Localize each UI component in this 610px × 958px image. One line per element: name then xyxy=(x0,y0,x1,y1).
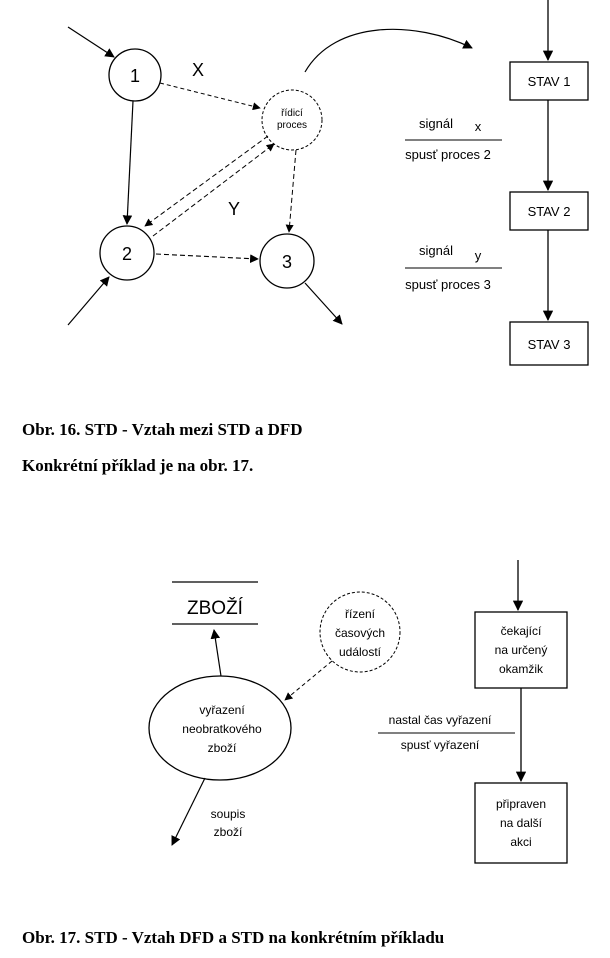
figure-16-caption: Obr. 16. STD - Vztah mezi STD a DFD xyxy=(22,420,303,439)
state-box-3 xyxy=(509,321,589,366)
std17-state-2-line3: akci xyxy=(510,835,531,849)
flow-out-of-3 xyxy=(304,282,343,325)
control-to-process-flow xyxy=(284,660,333,701)
control-flow-to-2 xyxy=(144,135,269,227)
std17-state-2 xyxy=(474,782,568,864)
std17-transition-event: nastal čas vyřazení xyxy=(389,713,492,727)
std17-state-1-line2: na určený xyxy=(495,643,548,657)
dfd-node-3 xyxy=(259,233,315,289)
figure-17-caption: Obr. 17. STD - Vztah DFD a STD na konkré… xyxy=(22,928,445,947)
control-process-node xyxy=(261,89,323,151)
output-flow-label-line2: zboží xyxy=(214,825,243,839)
control-flow-y xyxy=(152,143,275,237)
process-to-store-flow xyxy=(210,629,222,677)
std17-transition-action: spusť vyřazení xyxy=(401,738,480,752)
dfd-node-2-label: 2 xyxy=(122,244,132,264)
process-label-line3: zboží xyxy=(208,741,237,755)
output-flow-label-line1: soupis xyxy=(211,807,246,821)
dfd-node-1-label: 1 xyxy=(130,66,140,86)
control-process-label-line1: řídicí xyxy=(281,108,303,119)
transition-2-event-var: y xyxy=(475,248,482,263)
output-flow xyxy=(171,777,206,846)
timing-control-line1: řízení xyxy=(345,607,376,621)
std17-state-2-line2: na další xyxy=(500,816,543,830)
transition-1-event: signál xyxy=(419,116,453,131)
state-box-2 xyxy=(509,191,589,231)
timing-control-node xyxy=(319,591,401,673)
std17-state-1-line3: okamžik xyxy=(499,662,544,676)
process-label-line1: vyřazení xyxy=(199,703,245,717)
transition-2-action: spusť proces 3 xyxy=(405,277,491,292)
transition-2-event: signál xyxy=(419,243,453,258)
process-ellipse xyxy=(148,675,292,781)
dfd-node-2 xyxy=(99,225,155,281)
dfd-node-1 xyxy=(108,48,162,102)
store-label: ZBOŽÍ xyxy=(187,597,244,619)
flow-into-1 xyxy=(67,26,115,58)
transition-1-event-var: x xyxy=(475,119,482,134)
timing-control-line2: časových xyxy=(335,626,385,640)
control-flow-x-label: X xyxy=(192,60,204,80)
flow-into-2 xyxy=(67,276,110,326)
link-to-std xyxy=(304,28,473,73)
flow-1-to-2 xyxy=(122,100,134,225)
figure-16-note: Konkrétní příklad je na obr. 17. xyxy=(22,456,254,475)
state-box-1 xyxy=(509,61,589,101)
transition-1-action: spusť proces 2 xyxy=(405,147,491,162)
dfd-node-3-label: 3 xyxy=(282,252,292,272)
state-box-1-label: STAV 1 xyxy=(528,74,571,89)
state-box-3-label: STAV 3 xyxy=(528,337,571,352)
state-box-2-label: STAV 2 xyxy=(528,204,571,219)
std17-state-1-line1: čekající xyxy=(501,624,542,638)
control-flow-y-label: Y xyxy=(228,199,240,219)
control-process-label-line2: proces xyxy=(277,120,307,131)
flow-2-to-3 xyxy=(155,253,259,264)
control-flow-x xyxy=(159,82,261,111)
process-label-line2: neobratkového xyxy=(182,722,262,736)
std17-state-2-line1: připraven xyxy=(496,797,546,811)
control-flow-to-3 xyxy=(285,149,297,233)
timing-control-line3: událostí xyxy=(339,645,382,659)
